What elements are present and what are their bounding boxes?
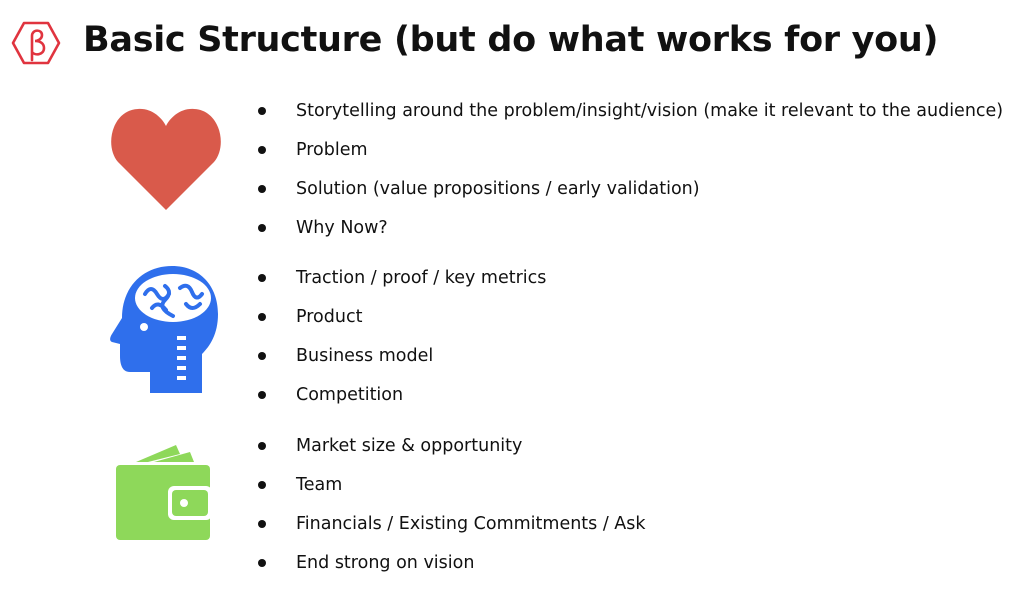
beta-logo-icon <box>11 21 61 65</box>
bullet-dot <box>258 185 266 193</box>
list-item-text: Storytelling around the problem/insight/… <box>296 101 1004 121</box>
page-title: Basic Structure (but do what works for y… <box>83 20 939 60</box>
heart-icon <box>111 108 221 210</box>
list-item-text: Problem <box>296 140 368 160</box>
bullet-dot <box>258 224 266 232</box>
bullet-dot <box>258 442 266 450</box>
list-item-text: Product <box>296 307 363 327</box>
wallet-icon <box>116 445 212 540</box>
list-item-text: Competition <box>296 385 404 405</box>
bullet-dot <box>258 391 266 399</box>
bullet-dot <box>258 352 266 360</box>
list-item-text: Traction / proof / key metrics <box>296 268 547 288</box>
list-item-text: End strong on vision <box>296 553 475 573</box>
list-item-text: Solution (value propositions / early val… <box>296 179 700 199</box>
list-item-text: Market size & opportunity <box>296 436 523 456</box>
bullet-dot <box>258 313 266 321</box>
list-item-text: Team <box>296 475 343 495</box>
bullet-dot <box>258 520 266 528</box>
bullet-dot <box>258 146 266 154</box>
list-item-text: Financials / Existing Commitments / Ask <box>296 514 646 534</box>
list-item-text: Why Now? <box>296 218 388 238</box>
bullet-dot <box>258 481 266 489</box>
bullet-dot <box>258 107 266 115</box>
bullet-dot <box>258 274 266 282</box>
brain-head-icon <box>110 266 218 393</box>
list-item-text: Business model <box>296 346 434 366</box>
bullet-dot <box>258 559 266 567</box>
